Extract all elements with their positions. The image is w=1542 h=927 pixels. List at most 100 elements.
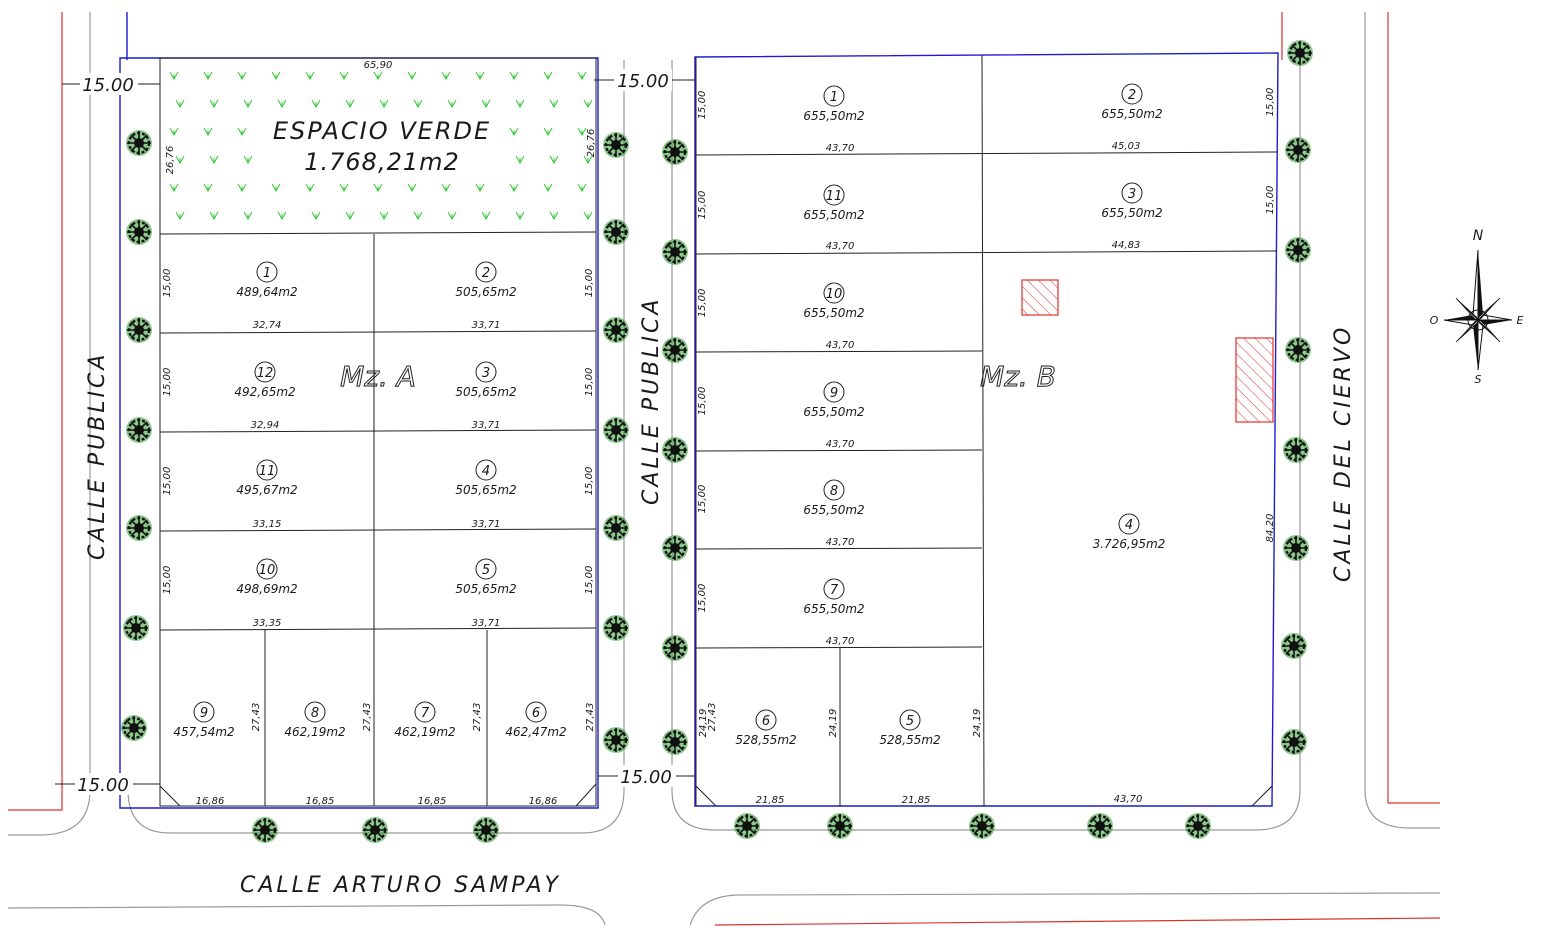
side-dimension: 15,00 xyxy=(584,566,595,595)
lot-area: 489,64m2 xyxy=(236,285,297,299)
lot-number: 3 xyxy=(1128,187,1136,202)
lot-number: 9 xyxy=(830,386,838,401)
lot-dimension: 33,71 xyxy=(472,320,501,331)
lot-number: 11 xyxy=(826,189,843,204)
street-name-right: CALLE DEL CIERVO xyxy=(1331,325,1356,582)
grass-mark-icon xyxy=(203,71,213,81)
existing-structure-2 xyxy=(1235,337,1274,423)
lot-number: 4 xyxy=(482,464,490,479)
grass-mark-icon xyxy=(509,183,519,193)
compass-north: N xyxy=(1473,228,1484,244)
grass-mark-icon xyxy=(237,127,247,137)
street-name-middle: CALLE PUBLICA xyxy=(639,297,664,505)
side-dimensions: 15,00 15,00 15,00 15,00 15,00 15,00 15,00 15,00… xyxy=(162,88,1276,738)
lot-dimension: 16,86 xyxy=(196,796,225,807)
lot-number: 8 xyxy=(311,706,319,721)
lot-number-circle xyxy=(525,701,547,723)
lot-number: 6 xyxy=(762,714,770,729)
grass-mark-icon xyxy=(339,71,349,81)
grass-mark-icon xyxy=(549,155,559,165)
lot-number-circle xyxy=(823,479,845,501)
lot-dimension: 33,15 xyxy=(253,519,282,530)
side-dimension: 15,00 xyxy=(1265,186,1276,215)
lot-dimension: 44,83 xyxy=(1112,240,1141,251)
lot-number: 1 xyxy=(263,266,271,281)
green-space-area: 1.768,21m2 xyxy=(304,148,460,176)
grass-mark-icon xyxy=(203,127,213,137)
lot-area: 505,65m2 xyxy=(455,385,516,399)
compass-south: S xyxy=(1475,373,1482,386)
block-a-lots: 1489,64m232,742505,65m233,7112492,65m232… xyxy=(173,261,567,807)
lot-number-circle xyxy=(823,381,845,403)
lot-number: 7 xyxy=(830,583,839,598)
lot-area: 655,50m2 xyxy=(803,109,864,123)
grass-mark-icon xyxy=(583,99,593,109)
side-dimension: 15,00 xyxy=(162,269,173,298)
grass-mark-icon xyxy=(243,211,253,221)
tree-icon xyxy=(1285,137,1311,163)
grass-mark-icon xyxy=(413,211,423,221)
street-trees xyxy=(121,40,1313,843)
lot-number: 7 xyxy=(421,706,430,721)
side-dimension: 15,00 xyxy=(162,566,173,595)
grass-mark-icon xyxy=(543,127,553,137)
grass-mark-icon xyxy=(577,71,587,81)
tree-icon xyxy=(473,817,499,843)
street-edges xyxy=(7,12,1441,926)
block-a-lines xyxy=(159,57,597,807)
lot-dimension: 43,70 xyxy=(826,241,855,252)
lot-area: 528,55m2 xyxy=(879,733,940,747)
lot-area: 462,19m2 xyxy=(284,725,345,739)
lot-area: 462,19m2 xyxy=(394,725,455,739)
side-dimension: 27,43 xyxy=(251,703,262,732)
lot-area: 655,50m2 xyxy=(803,405,864,419)
lot-number: 10 xyxy=(259,563,276,578)
side-dimension: 15,00 xyxy=(162,467,173,496)
lot-area: 655,50m2 xyxy=(803,602,864,616)
grass-mark-icon xyxy=(345,211,355,221)
grass-mark-icon xyxy=(373,71,383,81)
block-b-lines xyxy=(695,54,1279,807)
tree-icon xyxy=(362,817,388,843)
grass-mark-icon xyxy=(169,183,179,193)
grass-mark-icon xyxy=(271,71,281,81)
grass-mark-icon xyxy=(549,211,559,221)
lot-dimension: 21,85 xyxy=(756,795,785,806)
grass-mark-icon xyxy=(413,99,423,109)
lot-number: 3 xyxy=(482,366,490,381)
lot-dimension: 16,86 xyxy=(529,796,558,807)
side-dimension: 15,00 xyxy=(697,584,708,613)
grass-mark-icon xyxy=(339,183,349,193)
lot-number: 4 xyxy=(1125,518,1133,533)
side-dimension: 24,19 xyxy=(972,709,983,738)
side-dimension: 15,00 xyxy=(1265,88,1276,117)
grass-mark-icon xyxy=(345,99,355,109)
lot-number-circle xyxy=(475,261,497,283)
lot-dimension: 43,70 xyxy=(826,537,855,548)
grass-mark-icon xyxy=(169,127,179,137)
grass-mark-icon xyxy=(515,99,525,109)
block-b-label: Mz. B xyxy=(980,360,1056,393)
lot-area: 655,50m2 xyxy=(1101,107,1162,121)
side-dimension: 15,00 xyxy=(697,91,708,120)
grass-mark-icon xyxy=(305,71,315,81)
lot-dimension: 43,70 xyxy=(826,340,855,351)
lot-area: 462,47m2 xyxy=(505,725,566,739)
street-width-dims: 15.00 15.00 15.00 15.00 xyxy=(55,69,696,796)
grass-mark-icon xyxy=(271,183,281,193)
lot-number: 2 xyxy=(482,266,490,281)
street-width-label: 15.00 xyxy=(82,75,134,96)
green-space-side-dim: 26,76 xyxy=(165,146,176,175)
lot-dimension: 43,70 xyxy=(826,143,855,154)
grass-mark-icon xyxy=(509,71,519,81)
grass-mark-icon xyxy=(203,183,213,193)
lot-area: 457,54m2 xyxy=(173,725,234,739)
lot-number-circle xyxy=(823,184,845,206)
